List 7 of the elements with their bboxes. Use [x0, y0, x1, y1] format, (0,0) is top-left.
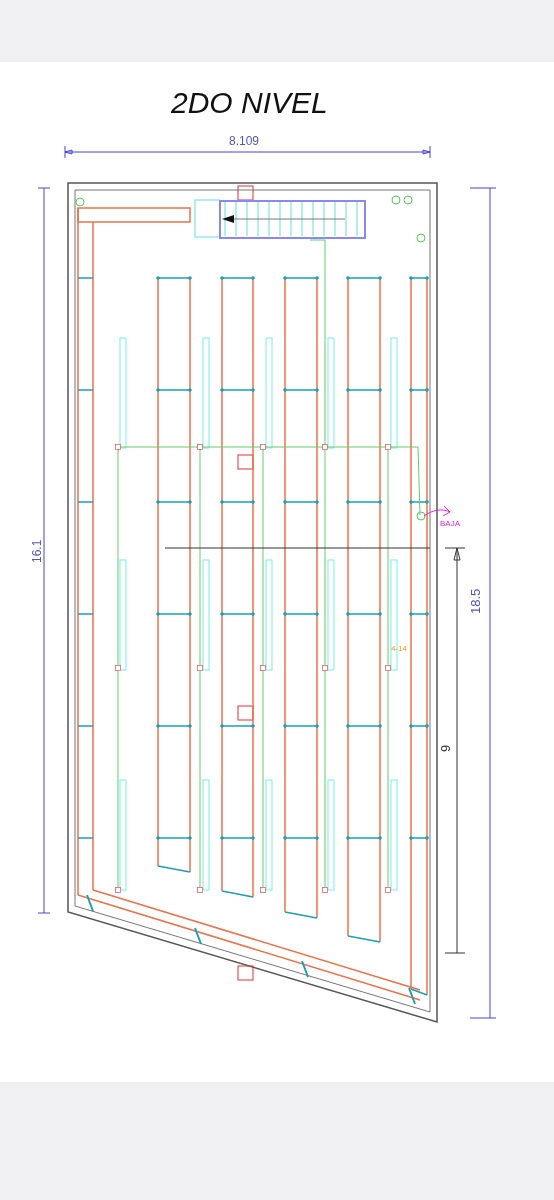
dimension-value: 18.5: [469, 588, 482, 614]
floor-note: BAJA: [440, 520, 460, 528]
dimension-value: 9: [439, 744, 452, 752]
plan-title: 2DO NIVEL: [171, 88, 328, 118]
circuit-label: 4-14: [391, 645, 407, 653]
dimension-value: 8.109: [229, 135, 260, 147]
dimension-value: 16.1: [31, 539, 43, 563]
